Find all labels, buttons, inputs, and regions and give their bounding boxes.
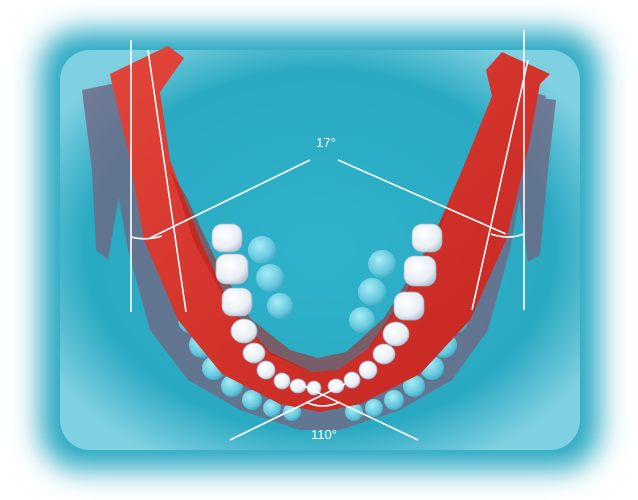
white-premolar bbox=[373, 344, 395, 364]
blue-tooth bbox=[267, 293, 293, 319]
white-canine bbox=[257, 361, 275, 379]
white-molar bbox=[212, 224, 242, 252]
white-premolar bbox=[383, 322, 409, 346]
white-molar bbox=[222, 288, 252, 316]
white-premolar bbox=[243, 343, 265, 363]
white-molar bbox=[404, 256, 436, 286]
upper-angle-label: 17° bbox=[316, 135, 336, 150]
white-premolar bbox=[231, 319, 257, 343]
white-molar bbox=[216, 254, 248, 284]
blue-tooth bbox=[349, 307, 375, 333]
lower-angle-label: 110° bbox=[311, 427, 337, 442]
white-incisor bbox=[344, 372, 360, 388]
blue-tooth bbox=[358, 278, 386, 306]
blue-tooth bbox=[384, 390, 404, 410]
blue-tooth bbox=[256, 264, 284, 292]
white-canine bbox=[359, 361, 377, 379]
blue-tooth bbox=[248, 236, 276, 264]
white-molar bbox=[412, 224, 442, 252]
white-molar bbox=[394, 292, 424, 320]
blue-tooth bbox=[368, 250, 396, 278]
white-incisor bbox=[274, 373, 290, 389]
blue-tooth bbox=[365, 399, 383, 417]
